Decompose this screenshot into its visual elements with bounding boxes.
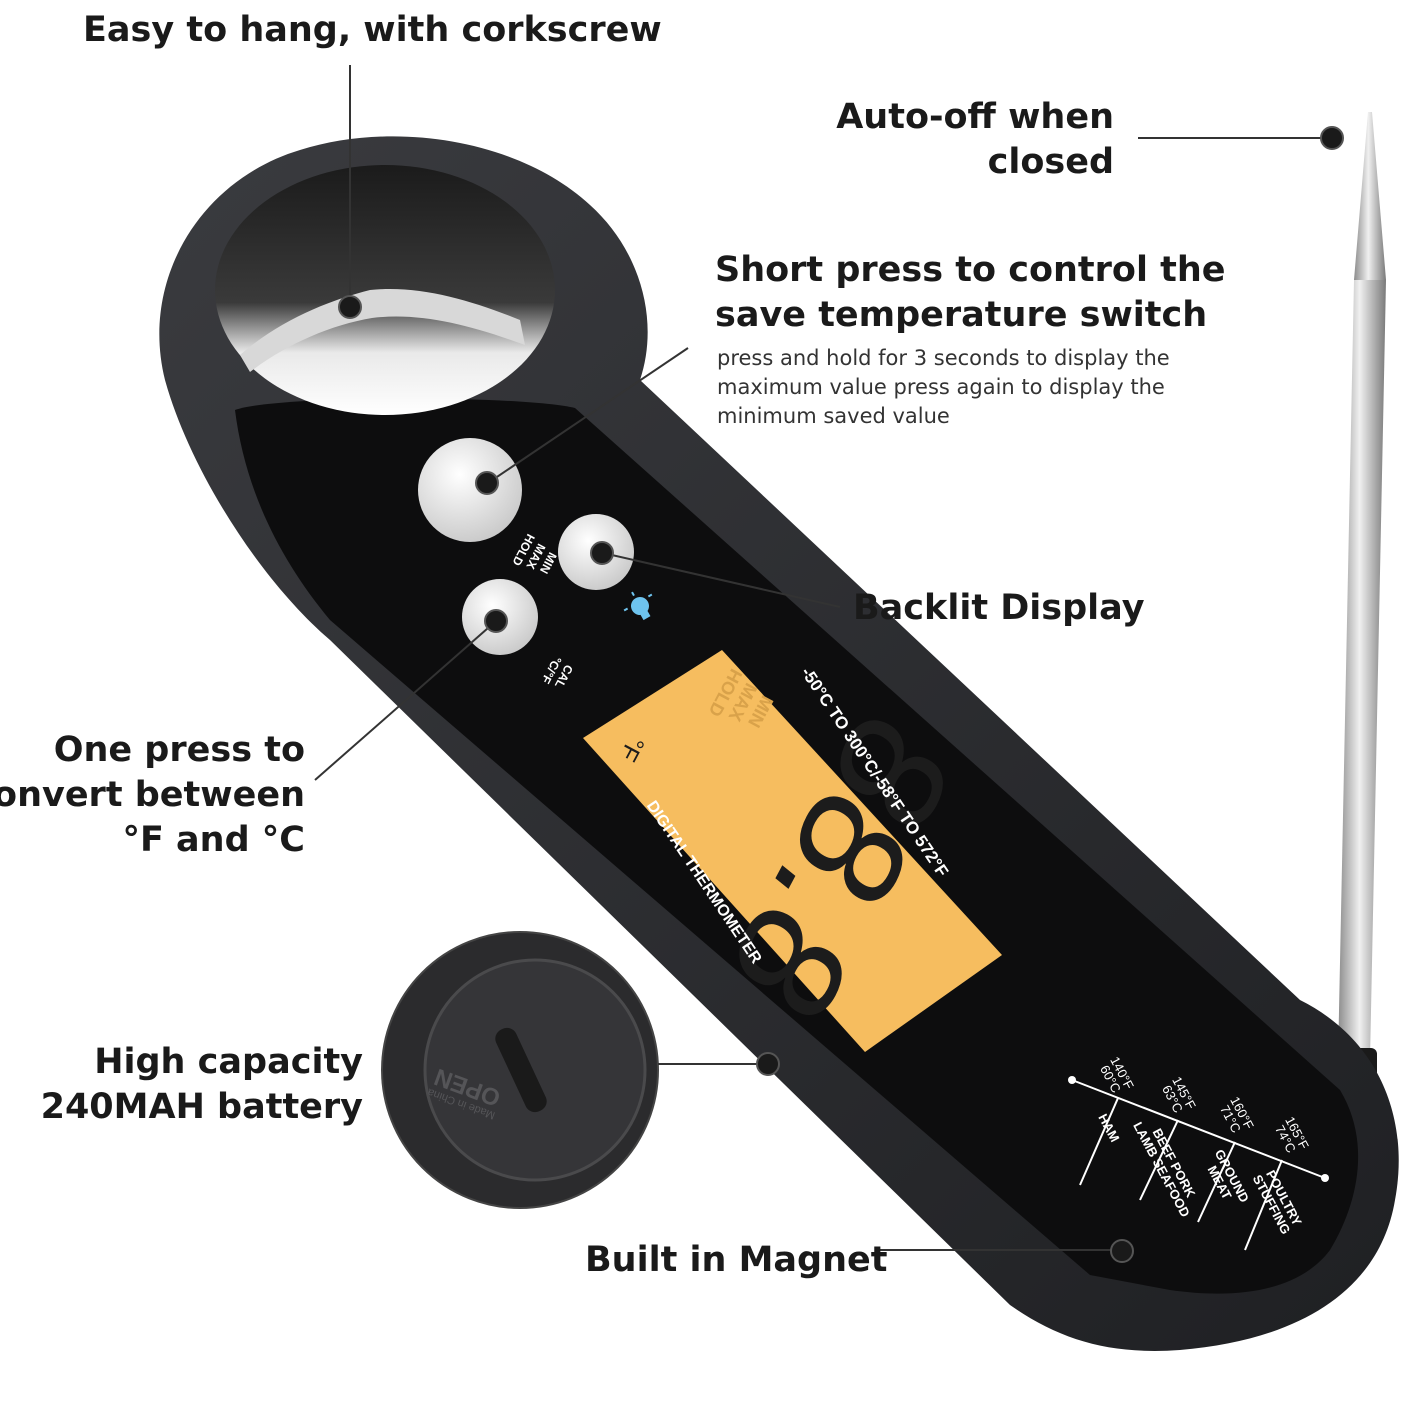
probe (1333, 112, 1386, 1078)
callout-auto-off-line2: closed (987, 142, 1114, 182)
callout-convert-line2: convert between (0, 775, 305, 815)
callout-hold-desc-line1: press and hold for 3 seconds to display … (717, 346, 1170, 370)
callout-short-press-line2: save temperature switch (715, 295, 1208, 335)
callout-convert-line1: One press to (53, 730, 305, 770)
bulb-icon (623, 591, 653, 621)
callout-magnet: Built in Magnet (585, 1240, 888, 1280)
callout-convert-line3: °F and °C (122, 820, 305, 860)
battery-cover-inset: OPEN Made in China (381, 931, 659, 1209)
callout-short-press-line1: Short press to control the (715, 250, 1226, 290)
callout-battery-line2: 240MAH battery (40, 1087, 363, 1127)
callout-battery-line1: High capacity (94, 1042, 363, 1082)
callout-hang: Easy to hang, with corkscrew (83, 10, 662, 50)
callout-lines (314, 65, 1330, 1251)
lcd-display: 88.8 HOLD MAX MIN °F (583, 650, 1002, 1052)
callout-hold-desc-line2: maximum value press again to display the (717, 375, 1165, 399)
callout-backlit: Backlit Display (853, 588, 1145, 628)
callout-hold-desc-line3: minimum saved value (717, 404, 950, 428)
hold-max-min-button[interactable] (418, 438, 522, 542)
callout-auto-off-line1: Auto-off when (836, 97, 1114, 137)
callout-dots (338, 126, 1344, 1263)
